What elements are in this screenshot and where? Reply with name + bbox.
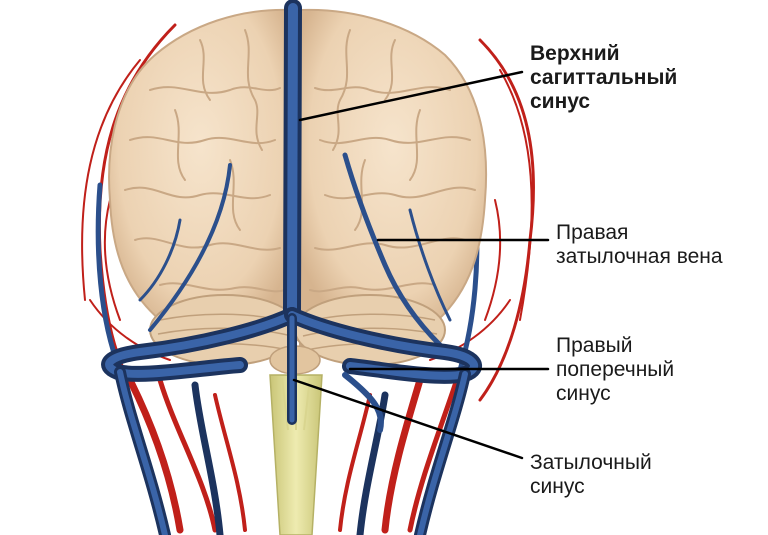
leader-line-superior-sagittal-sinus (298, 70, 524, 122)
cortical-veins (138, 152, 452, 348)
brain (108, 8, 488, 349)
label-line: синус (556, 382, 611, 405)
arteries (81, 23, 535, 534)
label-line: затылочная вена (556, 245, 723, 268)
leader-lines (292, 70, 550, 460)
label-line: синус (530, 475, 585, 498)
label-line: Затылочный (530, 451, 652, 474)
label-occipital-sinus: Затылочный синус (530, 451, 652, 499)
label-line: сагиттальный (530, 66, 678, 89)
label-line: синус (530, 90, 591, 113)
label-superior-sagittal-sinus: Верхний сагиттальный синус (530, 42, 677, 114)
label-line: Правый (556, 334, 633, 357)
label-line: Правая (556, 221, 629, 244)
label-right-occipital-vein: Правая затылочная вена (556, 221, 723, 269)
label-right-transverse-sinus: Правый поперечный синус (556, 334, 674, 406)
label-line: поперечный (556, 358, 675, 381)
label-line: Верхний (530, 42, 620, 65)
leader-line-occipital-sinus (292, 378, 524, 460)
sinuses (101, 0, 483, 425)
spinal-cord (269, 374, 323, 535)
